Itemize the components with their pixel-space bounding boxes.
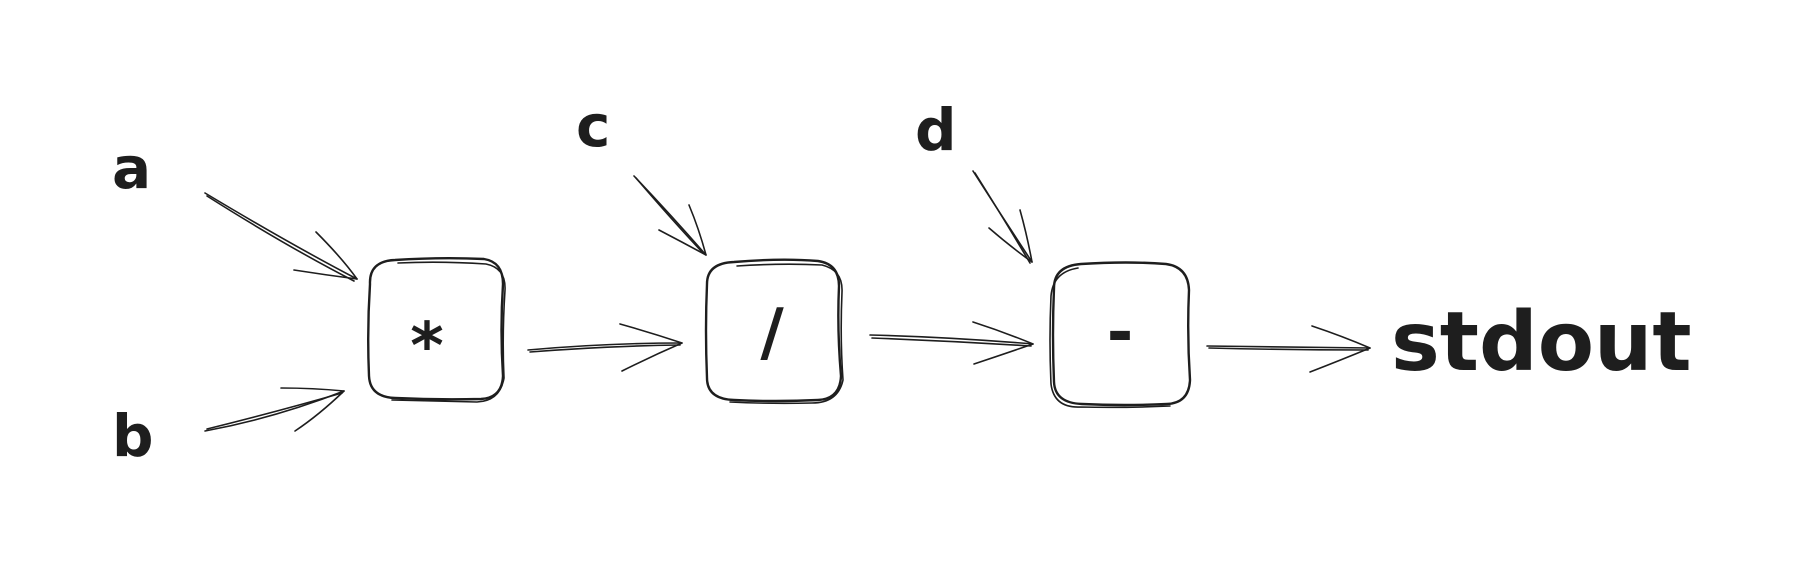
operator-node-divide: / [704,258,844,405]
operator-node-multiply: * [367,257,506,403]
operator-label-divide: / [760,296,784,370]
arrow-d-to-subtract [972,170,1033,264]
arrow-multiply-to-divide [527,323,683,372]
input-label-c: c [576,92,610,160]
input-label-d: d [915,96,957,164]
input-label-a: a [112,134,151,202]
node-box-subtract [1051,261,1192,407]
arrow-c-to-divide [633,175,707,256]
arrow-divide-to-subtract [869,321,1034,365]
output-label-stdout: stdout [1391,295,1692,390]
operator-label-subtract: - [1107,296,1134,370]
node-box-multiply [367,257,505,401]
node-box-divide [704,258,843,403]
arrow-a-to-multiply [204,192,358,282]
input-label-b: b [112,402,154,470]
arrow-b-to-multiply [204,387,345,432]
operator-node-subtract: - [1049,261,1192,409]
arrow-subtract-to-stdout [1206,325,1371,373]
operator-label-multiply: * [410,310,443,384]
